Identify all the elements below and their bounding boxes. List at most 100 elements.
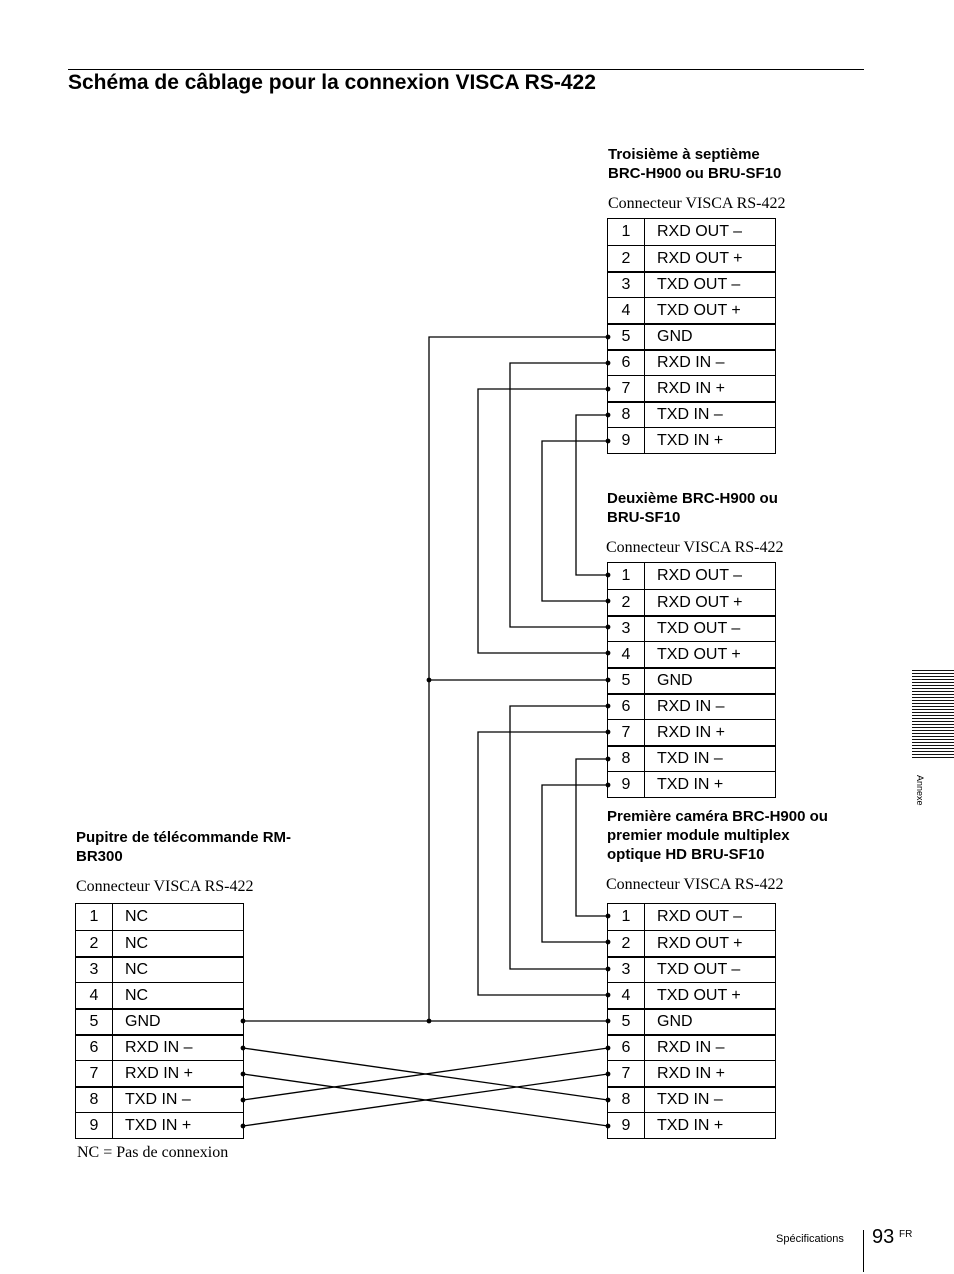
pin-signal: RXD IN –: [657, 1039, 725, 1056]
pin-row: 5 GND: [608, 323, 775, 349]
pin-row: 6 RXD IN –: [608, 1034, 775, 1060]
first-device-connector-label: Connecteur VISCA RS-422: [606, 876, 784, 893]
wire-txd-in-minus: [575, 414, 608, 576]
pin-signal: TXD OUT –: [657, 620, 741, 637]
junction-dot: [426, 677, 432, 683]
pin-row: 5 GND: [608, 1008, 775, 1034]
pin-row: 4 NC: [76, 982, 243, 1008]
pin-row: 7 RXD IN +: [76, 1060, 243, 1086]
wire-cross-8-6: [242, 1047, 609, 1101]
remote-panel-title: Pupitre de télécommande RM- BR300: [76, 829, 292, 865]
pin-row: 9 TXD IN +: [608, 771, 775, 797]
pin-signal: TXD IN –: [657, 406, 723, 423]
pin-signal: RXD OUT +: [657, 593, 743, 611]
pin-number: 5: [76, 1010, 113, 1034]
wire-rxd-in-plus: [477, 731, 608, 996]
second-device-pin-table: 1 RXD OUT – 2 RXD OUT + 3 TXD OUT – 4 TXD OUT +…: [607, 562, 776, 798]
pin-signal: TXD OUT –: [657, 276, 741, 293]
pin-signal: RXD IN +: [657, 723, 726, 741]
pin-number: 1: [608, 904, 645, 930]
pin-signal: RXD IN +: [657, 1064, 726, 1082]
wire-cross-9-7: [242, 1073, 609, 1127]
pin-number: 6: [76, 1036, 113, 1060]
pin-signal: TXD OUT +: [657, 986, 741, 1004]
pin-signal: RXD IN –: [125, 1039, 193, 1056]
pin-signal: GND: [125, 1013, 161, 1030]
pin-signal: GND: [657, 328, 693, 345]
wire-txd-in-minus: [575, 758, 608, 917]
pin-signal: NC: [125, 961, 149, 978]
pin-signal: TXD OUT +: [657, 301, 741, 319]
pin-row: 2 RXD OUT +: [608, 930, 775, 956]
pin-number: 1: [608, 563, 645, 589]
third-device-title: Troisième à septième BRC-H900 ou BRU-SF1…: [608, 146, 782, 182]
pin-row: 8 TXD IN –: [608, 1086, 775, 1112]
pin-number: 6: [608, 1036, 645, 1060]
nc-note: NC = Pas de connexion: [77, 1144, 229, 1161]
pin-number: 3: [608, 273, 645, 297]
pin-number: 3: [608, 958, 645, 982]
pin-signal: TXD IN –: [125, 1091, 191, 1108]
pin-number: 7: [608, 376, 645, 401]
pin-signal: TXD IN +: [657, 775, 724, 793]
pin-number: 7: [76, 1061, 113, 1086]
pin-number: 4: [76, 983, 113, 1008]
pin-number: 3: [608, 617, 645, 641]
pin-signal: NC: [125, 986, 149, 1004]
page-title: Schéma de câblage pour la connexion VISC…: [68, 71, 596, 94]
pin-signal: RXD OUT +: [657, 934, 743, 952]
pin-number: 3: [76, 958, 113, 982]
pin-number: 4: [608, 642, 645, 667]
pin-row: 9 TXD IN +: [608, 1112, 775, 1138]
pin-signal: RXD OUT –: [657, 908, 743, 925]
pin-number: 2: [608, 246, 645, 271]
pin-number: 1: [76, 904, 113, 930]
pin-signal: TXD IN –: [657, 1091, 723, 1108]
pin-signal: RXD OUT +: [657, 249, 743, 267]
pin-signal: TXD IN +: [657, 1116, 724, 1134]
pin-number: 9: [608, 1113, 645, 1138]
pin-number: 6: [608, 351, 645, 375]
remote-panel-connector-label: Connecteur VISCA RS-422: [76, 878, 254, 895]
pin-signal: TXD IN –: [657, 750, 723, 767]
pin-number: 9: [608, 428, 645, 453]
pin-signal: RXD IN –: [657, 698, 725, 715]
pin-signal: RXD IN +: [125, 1064, 194, 1082]
pin-number: 5: [608, 669, 645, 693]
pin-number: 2: [76, 931, 113, 956]
pin-number: 9: [608, 772, 645, 797]
pin-signal: RXD OUT –: [657, 567, 743, 584]
pin-number: 7: [608, 1061, 645, 1086]
pin-number: 5: [608, 1010, 645, 1034]
pin-signal: RXD IN –: [657, 354, 725, 371]
pin-number: 8: [608, 747, 645, 771]
pin-number: 8: [608, 1088, 645, 1112]
pin-signal: TXD OUT +: [657, 645, 741, 663]
pin-row: 1 RXD OUT –: [608, 563, 775, 589]
wire-rxd-in-plus: [477, 388, 608, 654]
pin-number: 2: [608, 931, 645, 956]
pin-row: 1 RXD OUT –: [608, 904, 775, 930]
first-device-title: Première caméra BRC-H900 ou premier modu…: [607, 808, 828, 863]
pin-number: 5: [608, 325, 645, 349]
pin-number: 2: [608, 590, 645, 615]
third-device-connector-label: Connecteur VISCA RS-422: [608, 195, 786, 212]
pin-signal: GND: [657, 1013, 693, 1030]
pin-row: 2 RXD OUT +: [608, 245, 775, 271]
